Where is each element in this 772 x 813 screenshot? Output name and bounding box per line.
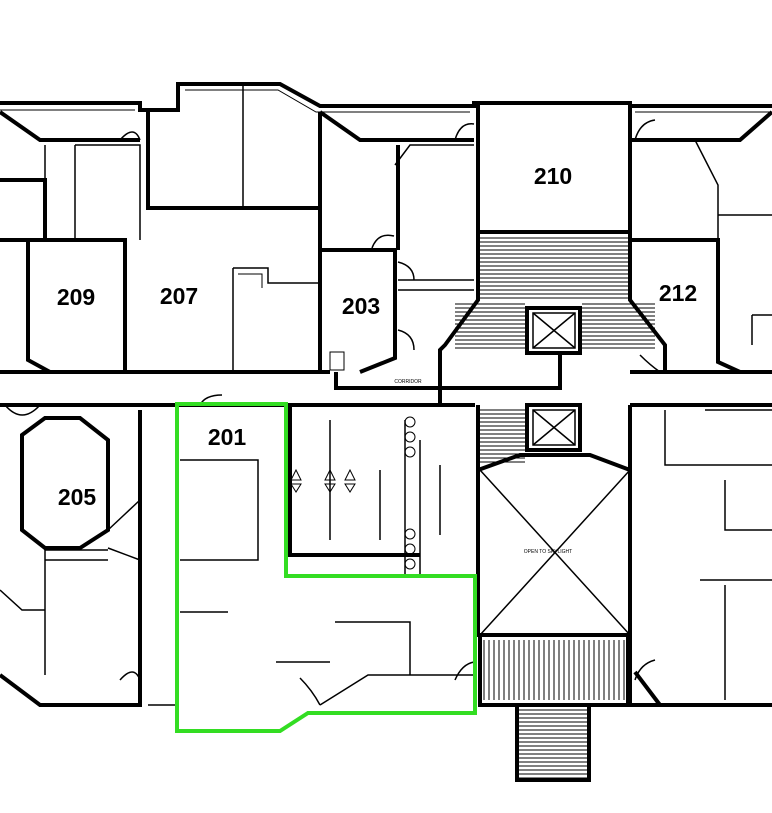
sink-fixture: [404, 543, 416, 555]
toilet-fixture: [290, 468, 302, 493]
south-east-wing-walls: [628, 405, 772, 707]
room-label-203: 203: [342, 293, 380, 319]
room-label-210: 210: [534, 163, 572, 189]
stair-hatch-north: [455, 237, 655, 463]
room-212-walls: [630, 119, 772, 374]
room-label-209: 209: [57, 284, 95, 310]
restroom-fixtures: [290, 416, 416, 570]
sink-fixture: [404, 558, 416, 570]
sink-fixture: [404, 528, 416, 540]
sink-fixture: [404, 416, 416, 428]
sink-fixture: [404, 431, 416, 443]
room-201-highlight-outline: [175, 402, 477, 733]
central-core: [329, 232, 667, 782]
corridor-label: CORRIDOR: [394, 379, 422, 385]
room-205-walls: [0, 404, 142, 707]
sink-fixture: [404, 446, 416, 458]
open-to-skylight-label: OPEN TO SKYLIGHT: [524, 549, 572, 555]
room-201-walls: [148, 394, 475, 706]
north-wing-walls: [0, 82, 772, 407]
room-label-201: 201: [208, 424, 247, 450]
room-label-205: 205: [58, 484, 97, 510]
rooms-209-207-walls: [0, 84, 322, 374]
toilet-fixture: [324, 468, 336, 493]
rooms-203-210-walls: [322, 103, 632, 374]
room-label-207: 207: [160, 283, 198, 309]
stair-hatch-south: [483, 640, 625, 779]
toilet-fixture: [344, 468, 356, 493]
room-label-212: 212: [659, 280, 697, 306]
